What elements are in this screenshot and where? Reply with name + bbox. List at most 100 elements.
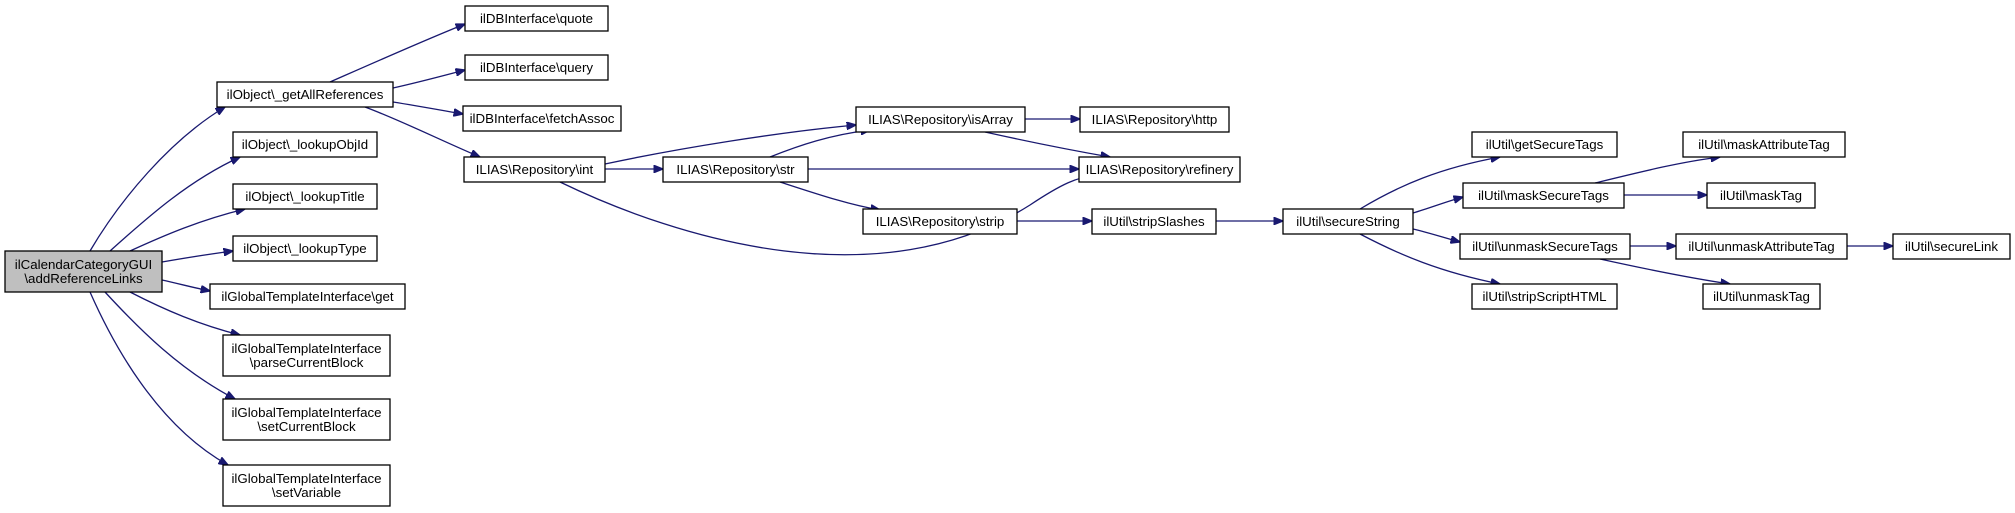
node-box	[862, 208, 1018, 235]
node-repoHttp[interactable]: ILIAS\Repository\http	[1079, 106, 1230, 133]
edge-getAllReferences-to-fetchAssoc	[392, 101, 463, 114]
node-label: ilUtil\maskSecureTags	[1478, 188, 1609, 203]
node-label: \setCurrentBlock	[257, 419, 356, 434]
node-lookupTitle[interactable]: ilObject\_lookupTitle	[232, 183, 378, 210]
edge-getAllReferences-to-query	[392, 70, 465, 89]
node-query[interactable]: ilDBInterface\query	[464, 54, 609, 81]
node-label: \addReferenceLinks	[24, 271, 143, 286]
node-getAllReferences[interactable]: ilObject\_getAllReferences	[216, 81, 394, 108]
node-fetchAssoc[interactable]: ilDBInterface\fetchAssoc	[462, 105, 622, 132]
node-maskAttributeTag[interactable]: ilUtil\maskAttributeTag	[1682, 131, 1846, 158]
node-repoStrip[interactable]: ILIAS\Repository\strip	[862, 208, 1018, 235]
node-secureString[interactable]: ilUtil\secureString	[1282, 208, 1414, 235]
node-label: ilDBInterface\quote	[480, 11, 593, 26]
node-box	[222, 334, 391, 377]
node-box	[232, 131, 378, 158]
node-label: ilDBInterface\fetchAssoc	[470, 111, 615, 126]
edge-getAllReferences-to-quote	[329, 24, 465, 83]
node-box	[209, 283, 406, 310]
node-stripScriptHTML[interactable]: ilUtil\stripScriptHTML	[1471, 283, 1618, 310]
node-repoInt[interactable]: ILIAS\Repository\int	[463, 156, 606, 183]
node-repoStr[interactable]: ILIAS\Repository\str	[662, 156, 809, 183]
node-label: ilDBInterface\query	[480, 60, 593, 75]
node-label: ilUtil\stripSlashes	[1103, 214, 1205, 229]
node-box	[232, 183, 378, 210]
node-label: ilCalendarCategoryGUI	[15, 257, 152, 272]
node-box	[1462, 182, 1625, 209]
node-label: ilUtil\unmaskTag	[1713, 289, 1810, 304]
edge-root-to-parseCurrentBlock	[129, 291, 240, 335]
edge-root-to-setCurrentBlock	[104, 291, 235, 399]
edge-root-to-lookupTitle	[129, 209, 245, 252]
node-label: ilGlobalTemplateInterface	[231, 341, 381, 356]
node-label: ilUtil\unmaskSecureTags	[1472, 239, 1618, 254]
node-maskSecureTags[interactable]: ilUtil\maskSecureTags	[1462, 182, 1625, 209]
nodes-layer: ilCalendarCategoryGUI\addReferenceLinksi…	[4, 5, 2011, 507]
node-label: \setVariable	[272, 485, 341, 500]
node-label: ilUtil\getSecureTags	[1486, 137, 1604, 152]
node-label: ILIAS\Repository\str	[676, 162, 795, 177]
node-maskTag[interactable]: ilUtil\maskTag	[1706, 182, 1816, 209]
node-box	[1078, 156, 1241, 183]
node-setVariable[interactable]: ilGlobalTemplateInterface\setVariable	[222, 464, 391, 507]
node-stripSlashes[interactable]: ilUtil\stripSlashes	[1091, 208, 1217, 235]
node-label: ilUtil\stripScriptHTML	[1482, 289, 1606, 304]
node-label: \parseCurrentBlock	[250, 355, 364, 370]
node-label: ilObject\_lookupObjId	[242, 137, 368, 152]
node-box	[1091, 208, 1217, 235]
edge-repoIsArray-to-repoRefinery	[984, 131, 1110, 157]
node-label: ilUtil\secureLink	[1905, 239, 1998, 254]
node-label: ilGlobalTemplateInterface	[231, 471, 381, 486]
edge-repoInt-to-repoIsArray	[604, 125, 856, 165]
node-unmaskSecureTags[interactable]: ilUtil\unmaskSecureTags	[1459, 233, 1631, 260]
node-box	[1471, 131, 1618, 158]
node-box	[1282, 208, 1414, 235]
node-box	[1892, 233, 2011, 260]
node-box	[4, 250, 163, 293]
node-parseCurrentBlock[interactable]: ilGlobalTemplateInterface\parseCurrentBl…	[222, 334, 391, 377]
node-box	[222, 398, 391, 441]
node-quote[interactable]: ilDBInterface\quote	[464, 5, 609, 32]
node-box	[216, 81, 394, 108]
node-box	[662, 156, 809, 183]
edge-root-to-setVariable	[89, 291, 228, 465]
edge-secureString-to-maskSecureTags	[1412, 197, 1463, 214]
node-repoRefinery[interactable]: ILIAS\Repository\refinery	[1078, 156, 1241, 183]
node-unmaskAttributeTag[interactable]: ilUtil\unmaskAttributeTag	[1675, 233, 1848, 260]
node-secureLink[interactable]: ilUtil\secureLink	[1892, 233, 2011, 260]
edge-repoStr-to-repoStrip	[779, 181, 880, 210]
node-box	[1675, 233, 1848, 260]
node-box	[1079, 106, 1230, 133]
node-label: ilGlobalTemplateInterface	[231, 405, 381, 420]
node-setCurrentBlock[interactable]: ilGlobalTemplateInterface\setCurrentBloc…	[222, 398, 391, 441]
edge-secureString-to-unmaskSecureTags	[1412, 228, 1460, 242]
node-label: ILIAS\Repository\strip	[876, 214, 1005, 229]
node-label: ilGlobalTemplateInterface\get	[221, 289, 394, 304]
node-label: ilObject\_lookupType	[243, 241, 366, 256]
node-unmaskTag[interactable]: ilUtil\unmaskTag	[1702, 283, 1821, 310]
node-box	[1459, 233, 1631, 260]
node-label: ilUtil\unmaskAttributeTag	[1688, 239, 1834, 254]
node-label: ILIAS\Repository\int	[476, 162, 594, 177]
node-lookupType[interactable]: ilObject\_lookupType	[232, 235, 378, 262]
node-label: ilUtil\secureString	[1296, 214, 1399, 229]
edge-root-to-tplGet	[161, 279, 210, 291]
node-repoIsArray[interactable]: ILIAS\Repository\isArray	[855, 106, 1026, 133]
node-lookupObjId[interactable]: ilObject\_lookupObjId	[232, 131, 378, 158]
edge-maskSecureTags-to-maskAttributeTag	[1594, 157, 1720, 184]
node-getSecureTags[interactable]: ilUtil\getSecureTags	[1471, 131, 1618, 158]
edge-secureString-to-getSecureTags	[1359, 157, 1500, 210]
node-label: ilObject\_getAllReferences	[227, 87, 384, 102]
edges-layer	[89, 24, 1893, 465]
edge-root-to-lookupType	[161, 251, 233, 263]
node-box	[464, 5, 609, 32]
node-root[interactable]: ilCalendarCategoryGUI\addReferenceLinks	[4, 250, 163, 293]
node-box	[855, 106, 1026, 133]
edge-secureString-to-stripScriptHTML	[1359, 233, 1500, 284]
node-label: ilUtil\maskAttributeTag	[1698, 137, 1830, 152]
node-label: ilObject\_lookupTitle	[245, 189, 364, 204]
node-box	[464, 54, 609, 81]
node-label: ILIAS\Repository\refinery	[1086, 162, 1234, 177]
node-tplGet[interactable]: ilGlobalTemplateInterface\get	[209, 283, 406, 310]
node-label: ILIAS\Repository\http	[1092, 112, 1218, 127]
